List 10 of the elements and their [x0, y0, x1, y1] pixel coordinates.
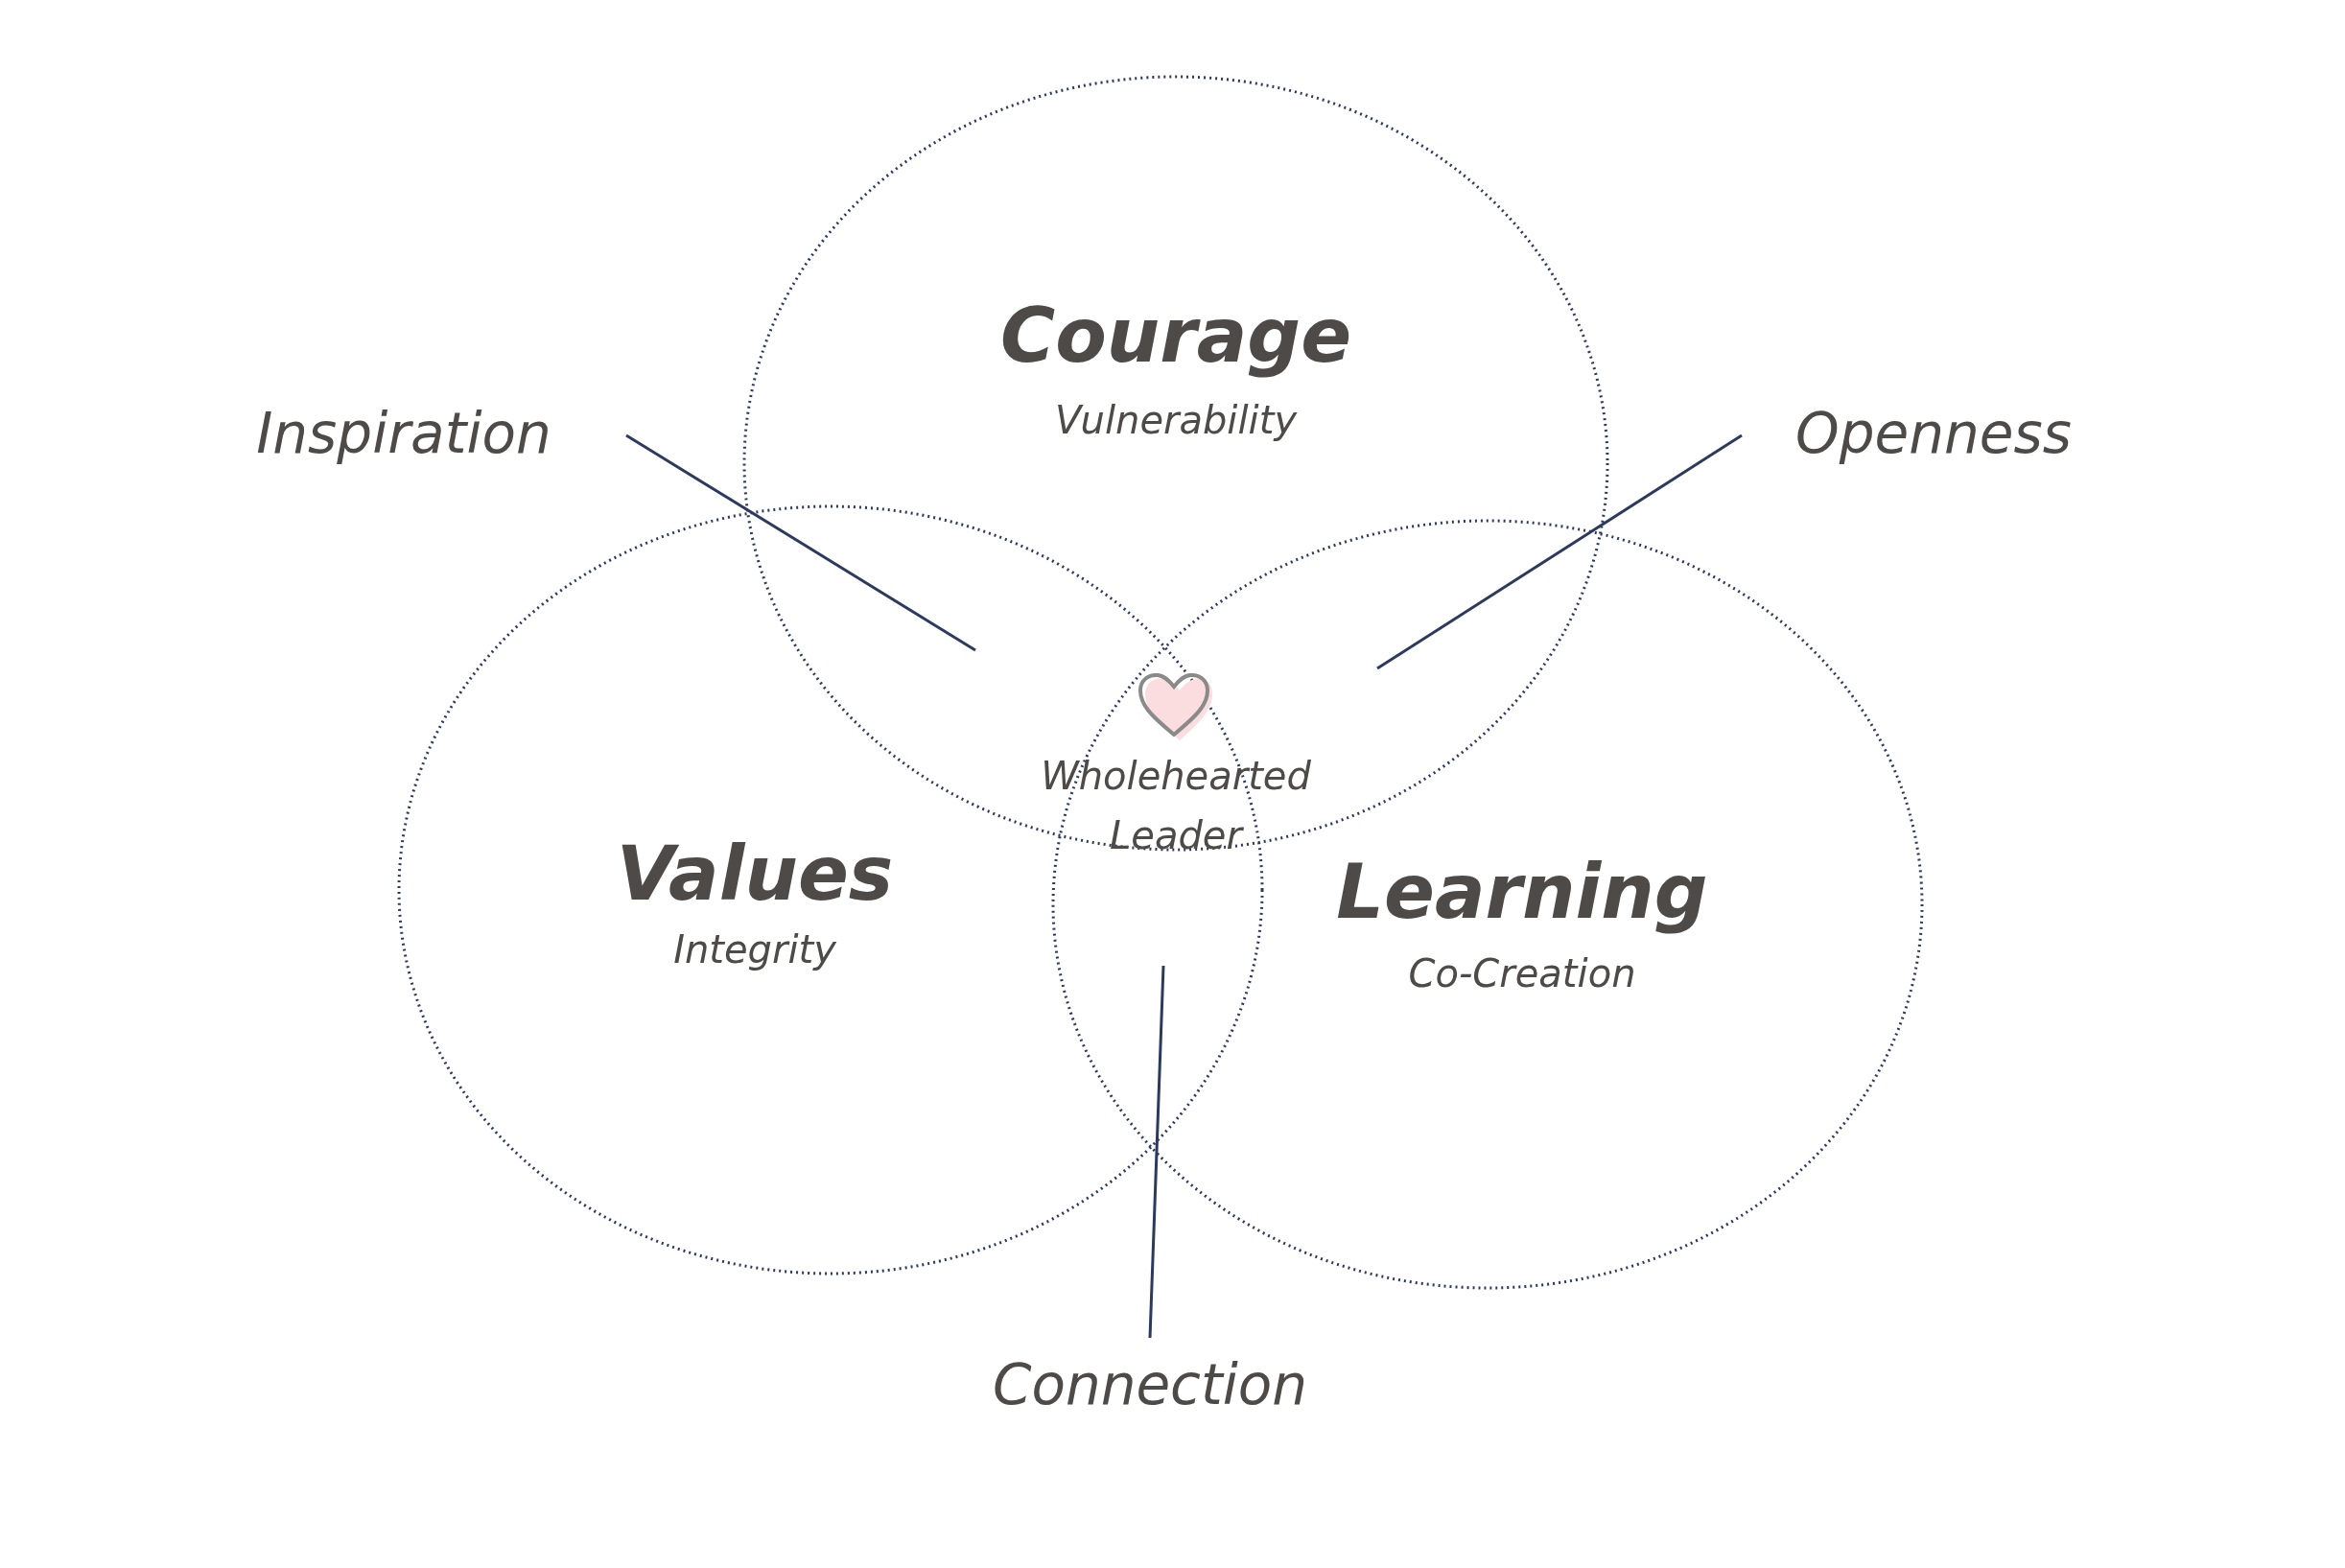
circle-subheading: Vulnerability: [1054, 398, 1298, 442]
callout-label: Openness: [1795, 401, 2072, 466]
circle-subheading: Co-Creation: [1408, 951, 1636, 995]
callout-label: Connection: [992, 1352, 1308, 1417]
circle-subheading: Integrity: [673, 927, 836, 971]
center-label: Wholehearted Leader: [1040, 753, 1312, 859]
circle-heading: Learning: [1336, 850, 1708, 936]
callout-label: Inspiration: [256, 401, 551, 466]
circle-heading: Courage: [999, 293, 1352, 380]
circle-heading: Values: [616, 831, 894, 918]
